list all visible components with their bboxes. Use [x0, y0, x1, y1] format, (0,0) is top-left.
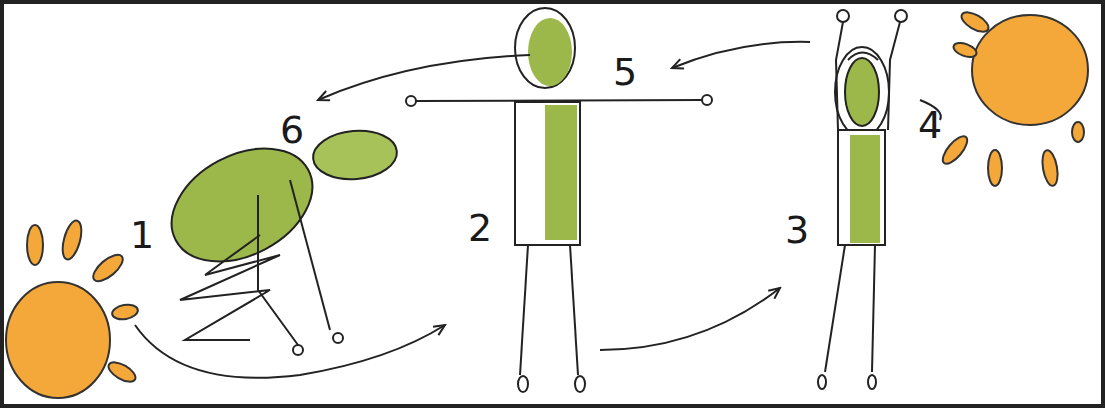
figure-bent [152, 126, 399, 355]
callout-number: 3 [785, 211, 809, 249]
sun-left [6, 219, 139, 398]
figure-arms-out [406, 8, 712, 392]
callout-number: 2 [468, 209, 492, 247]
callout-number: 6 [280, 111, 304, 149]
sequence-arrows [135, 42, 941, 378]
callout-number: 1 [130, 216, 154, 254]
callout-number: 5 [613, 53, 637, 91]
callout-number: 4 [918, 106, 942, 144]
figure-arms-up [818, 10, 907, 389]
sun-right [939, 8, 1088, 187]
